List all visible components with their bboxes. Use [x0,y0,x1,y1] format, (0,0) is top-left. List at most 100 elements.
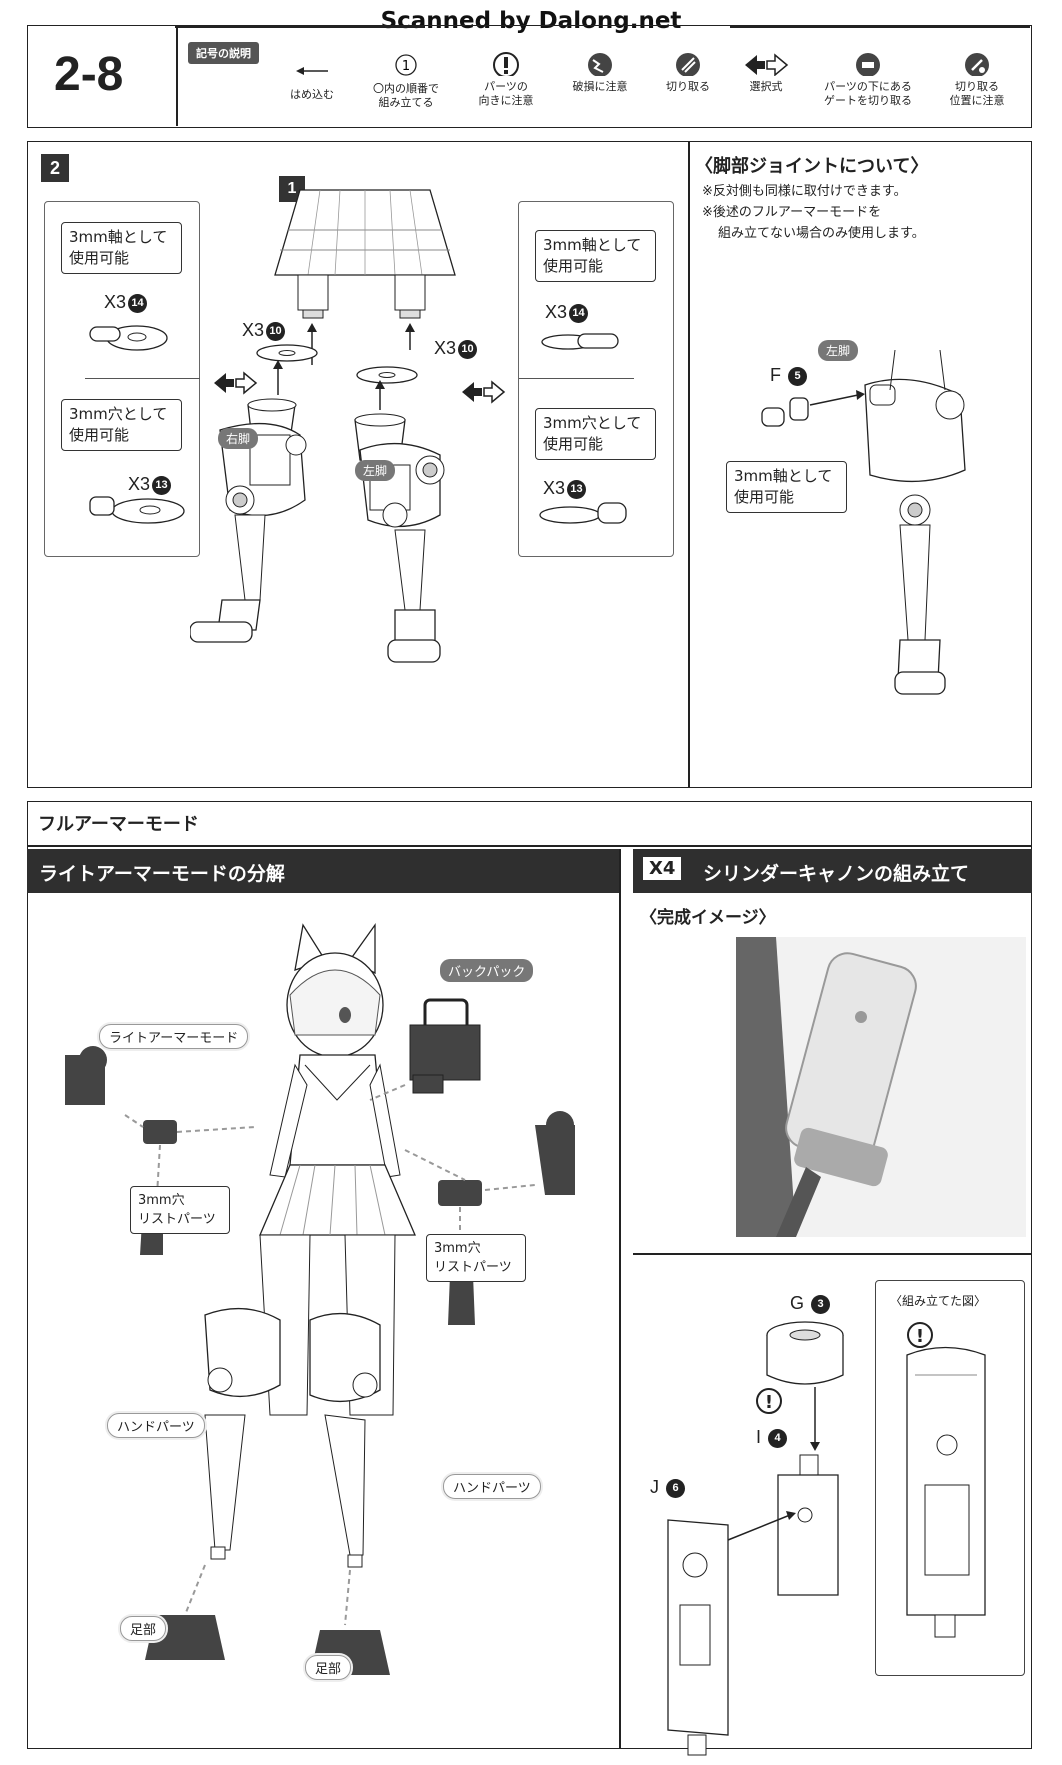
joint-title: 〈脚部ジョイントについて〉 [695,156,929,177]
right-option-box [518,201,674,557]
circled-number-text: 1 [402,59,410,74]
cylinder-cannon-bar: X4 シリンダーキャノンの組み立て [633,849,1032,893]
watermark: Scanned by Dalong.net [380,8,682,34]
cannon-photo-drawing [736,937,917,1237]
legend-item-choice: 選択式 [718,50,814,94]
step2-section [27,141,1032,788]
hand-right-label: ハンドパーツ [443,1474,541,1499]
assembled-title: 〈組み立てた図〉 [890,1294,987,1308]
joint-leg-label: 左脚 [818,340,859,361]
legend-item-insert: はめ込む [264,58,360,102]
part-number: 13 [567,479,587,499]
legend-item-gate-cut: パーツの下にある ゲートを切り取る [818,50,918,108]
qty-text: X3 [545,302,568,322]
backpack-label: バックパック [440,959,534,982]
legs-assembly-drawing [190,189,456,663]
gate-cut-icon [856,53,880,76]
wrist-left-callout: 3mm穴 リストパーツ [130,1186,230,1234]
legend-item-cut: 切り取る [640,50,736,94]
legend-label: 選択式 [749,80,783,93]
watermark-line-left [175,26,425,28]
legend-item-damage: 破損に注意 [552,50,648,94]
part-letter: G [790,1293,805,1313]
choice-arrows-icon [745,53,789,76]
step2-divider [688,142,690,787]
exclamation-icon: ! [756,1388,782,1414]
choice-arrows-right-icon [462,380,506,404]
circled-number-icon: 1 [395,54,417,76]
part-letter: I [756,1427,762,1447]
foot-right-label: 足部 [305,1655,352,1680]
complete-image-photo [736,937,1026,1237]
legend-label: 切り取る 位置に注意 [949,80,1005,107]
foot-left-label: 足部 [120,1616,167,1641]
left-axis-callout: 3mm軸として 使用可能 [61,222,182,274]
complete-image-title: 〈完成イメージ〉 [640,908,776,928]
joint-leg-drawing [761,350,966,695]
assembled-box [875,1280,1025,1676]
legend-label: 切り取る [666,80,710,93]
watermark-line-right [730,26,1030,28]
right-axis-callout: 3mm軸として 使用可能 [535,230,656,282]
light-armor-figure-drawing [65,922,575,1675]
header-divider [176,26,178,126]
full-armor-title-divider [27,845,1032,847]
right-option-divider [519,378,634,379]
step2-badge: 2 [41,154,69,182]
legend-label: 破損に注意 [572,80,628,93]
part-i-label: I 4 [756,1427,788,1448]
light-armor-disassembly-bar: ライトアーマーモードの分解 [27,849,619,893]
cut-position-icon [965,53,989,76]
part-number: 14 [128,293,148,313]
joint-callout: 3mm軸として 使用可能 [726,461,847,513]
full-armor-vertical-divider [619,849,621,1749]
damage-icon [588,53,612,76]
left-leg-label: 左脚 [355,460,396,481]
part-number: 14 [569,303,589,323]
legend-label: 〇内の順番で 組み立てる [373,82,439,109]
part-letter: J [650,1477,659,1497]
part-j-label: J 6 [650,1477,686,1498]
part-number: 4 [768,1428,788,1448]
qty-text: X3 [543,478,566,498]
cannon-bar-title: シリンダーキャノンの組み立て [703,863,970,885]
left-option-box [44,201,200,557]
left-option-divider [85,378,200,379]
joint-note-2: ※後述のフルアーマーモードを [702,205,882,220]
left-hole-part-drawing [89,496,185,524]
part-letter: F [770,365,781,385]
qty-text: X3 [434,338,457,358]
part-number: 5 [788,366,808,386]
joint-part-label: F 5 [770,365,808,386]
legend-item-orientation: パーツの 向きに注意 [458,50,554,108]
right-axis-part-drawing [541,333,619,350]
legend-item-cut-position: 切り取る 位置に注意 [932,50,1022,108]
part-g-label: G 3 [790,1293,831,1314]
qty-text: X3 [104,292,127,312]
cannon-divider [633,1253,1032,1255]
legend-title: 記号の説明 [188,42,259,64]
full-armor-title: フルアーマーモード [38,814,199,835]
exclamation-icon: ! [907,1322,933,1348]
light-armor-mode-label: ライトアーマーモード [99,1024,249,1049]
legend-item-order: 1 〇内の順番で 組み立てる [358,52,454,110]
right-leg-label: 右脚 [218,428,259,449]
cannon-qty-badge: X4 [643,857,682,880]
cut-icon [676,53,700,76]
legend-label: はめ込む [290,88,334,101]
joint-note-3: 組み立てない場合のみ使用します。 [718,226,925,241]
qty-text: X3 [128,474,151,494]
choice-arrows-left-icon [214,371,258,395]
qty-text: X3 [242,320,265,340]
left-hole-callout: 3mm穴として 使用可能 [61,399,182,451]
hand-left-label: ハンドパーツ [107,1413,205,1438]
exclamation-icon [493,52,519,76]
cannon-parts-drawing [667,1321,844,1756]
right-hole-part-drawing [539,502,627,524]
